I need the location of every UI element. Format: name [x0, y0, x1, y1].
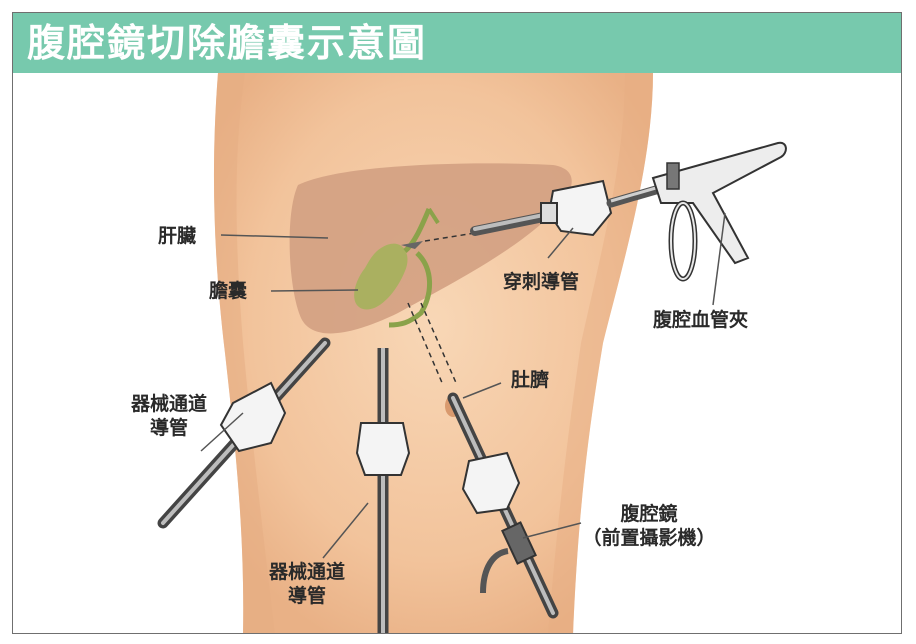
label-puncture-tube: 穿刺導管: [503, 271, 580, 293]
laparoscope: [447, 392, 559, 619]
label-clip: 腹腔血管夾: [653, 309, 749, 331]
bile-duct-2: [388, 251, 433, 328]
label-navel: 肚臍: [511, 369, 550, 391]
figure-frame: 腹腔鏡切除膽囊示意圖 肝臟 膽囊 穿刺導管 腹腔血管夾 肚臍 器械通道 導管 器…: [12, 12, 902, 634]
torso-shading-right: [548, 73, 653, 633]
label-laparoscope: 腹腔鏡 （前置攝影機）: [569, 503, 729, 551]
torso-shading-left: [213, 73, 275, 633]
left-channel: [157, 337, 331, 529]
label-bottom-channel: 器械通道 導管: [259, 561, 355, 609]
label-liver: 肝臟: [158, 225, 197, 247]
middle-channel: [355, 348, 411, 633]
bile-duct-3: [427, 207, 440, 225]
grasper-tip: [401, 241, 423, 249]
laparoscopy-illustration: [157, 69, 787, 633]
gallbladder: [354, 243, 408, 310]
label-laparoscope-line1: 腹腔鏡: [620, 503, 678, 525]
label-gallbladder: 膽囊: [209, 280, 248, 302]
label-bottom-channel-line2: 導管: [287, 584, 326, 607]
title-bar: 腹腔鏡切除膽囊示意圖: [13, 13, 901, 73]
label-left-channel: 器械通道 導管: [121, 393, 217, 441]
label-bottom-channel-line1: 器械通道: [268, 561, 345, 583]
page-title: 腹腔鏡切除膽囊示意圖: [27, 21, 428, 65]
label-left-channel-line2: 導管: [149, 416, 188, 439]
puncture-tube: [470, 179, 613, 237]
label-left-channel-line1: 器械通道: [130, 393, 207, 415]
clip-applicator: [606, 141, 787, 282]
label-laparoscope-line2: （前置攝影機）: [582, 526, 716, 549]
bile-duct: [403, 208, 432, 253]
